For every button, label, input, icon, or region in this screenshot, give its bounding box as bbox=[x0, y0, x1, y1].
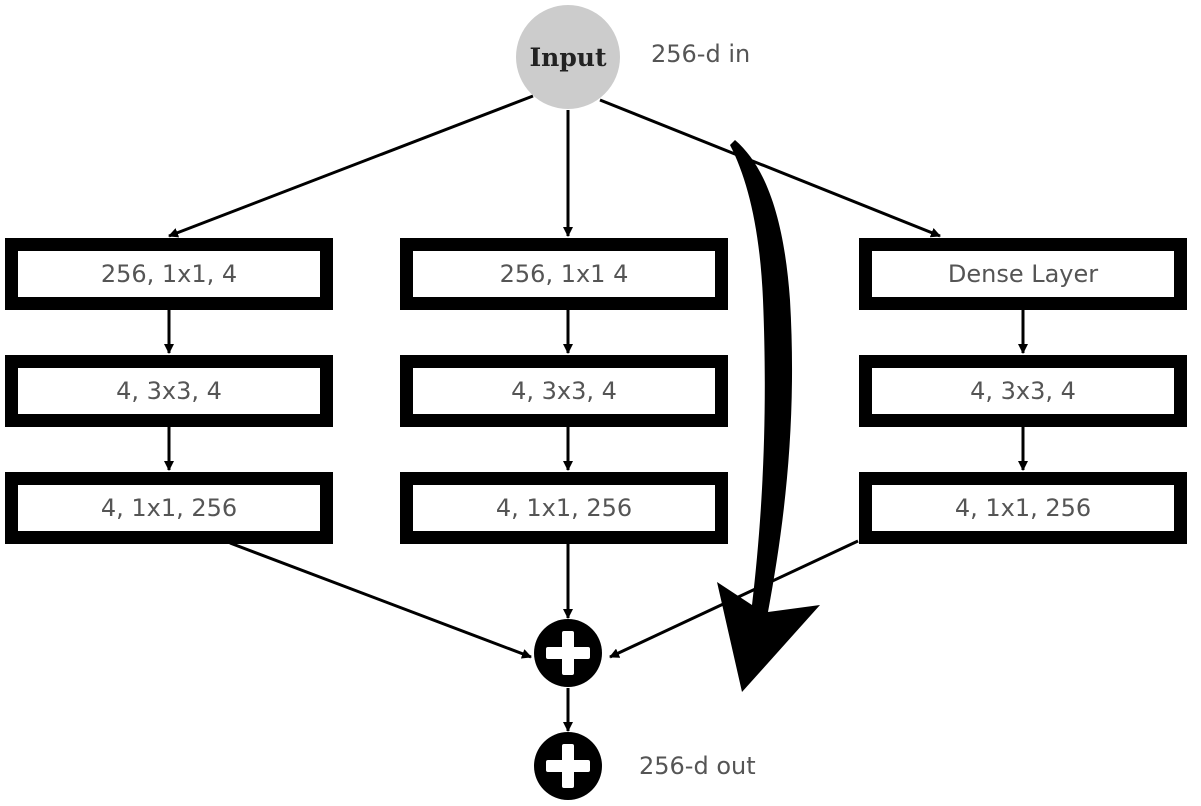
output-dimension-label: 256-d out bbox=[639, 752, 756, 780]
arrow-col-a-to-sum bbox=[229, 541, 532, 659]
output-node bbox=[534, 732, 602, 800]
input-node-label: Input bbox=[529, 42, 607, 72]
sum-node bbox=[534, 619, 602, 687]
col-b-block-1: 256, 1x1 4 bbox=[400, 238, 728, 310]
col-c-block-3: 4, 1x1, 256 bbox=[859, 472, 1187, 544]
arrow-input-to-col-a bbox=[168, 94, 534, 238]
col-b-block-3: 4, 1x1, 256 bbox=[400, 472, 728, 544]
col-a-block-1: 256, 1x1, 4 bbox=[5, 238, 333, 310]
col-a-block-3: 4, 1x1, 256 bbox=[5, 472, 333, 544]
input-dimension-label: 256-d in bbox=[651, 40, 751, 68]
arrow-input-to-col-c bbox=[599, 98, 941, 238]
residual-shortcut-arrow bbox=[717, 140, 820, 692]
col-a-block-2: 4, 3x3, 4 bbox=[5, 355, 333, 427]
col-c-dense-layer-block: Dense Layer bbox=[859, 238, 1187, 310]
col-c-block-2: 4, 3x3, 4 bbox=[859, 355, 1187, 427]
col-b-block-2: 4, 3x3, 4 bbox=[400, 355, 728, 427]
input-node: Input bbox=[516, 5, 620, 109]
